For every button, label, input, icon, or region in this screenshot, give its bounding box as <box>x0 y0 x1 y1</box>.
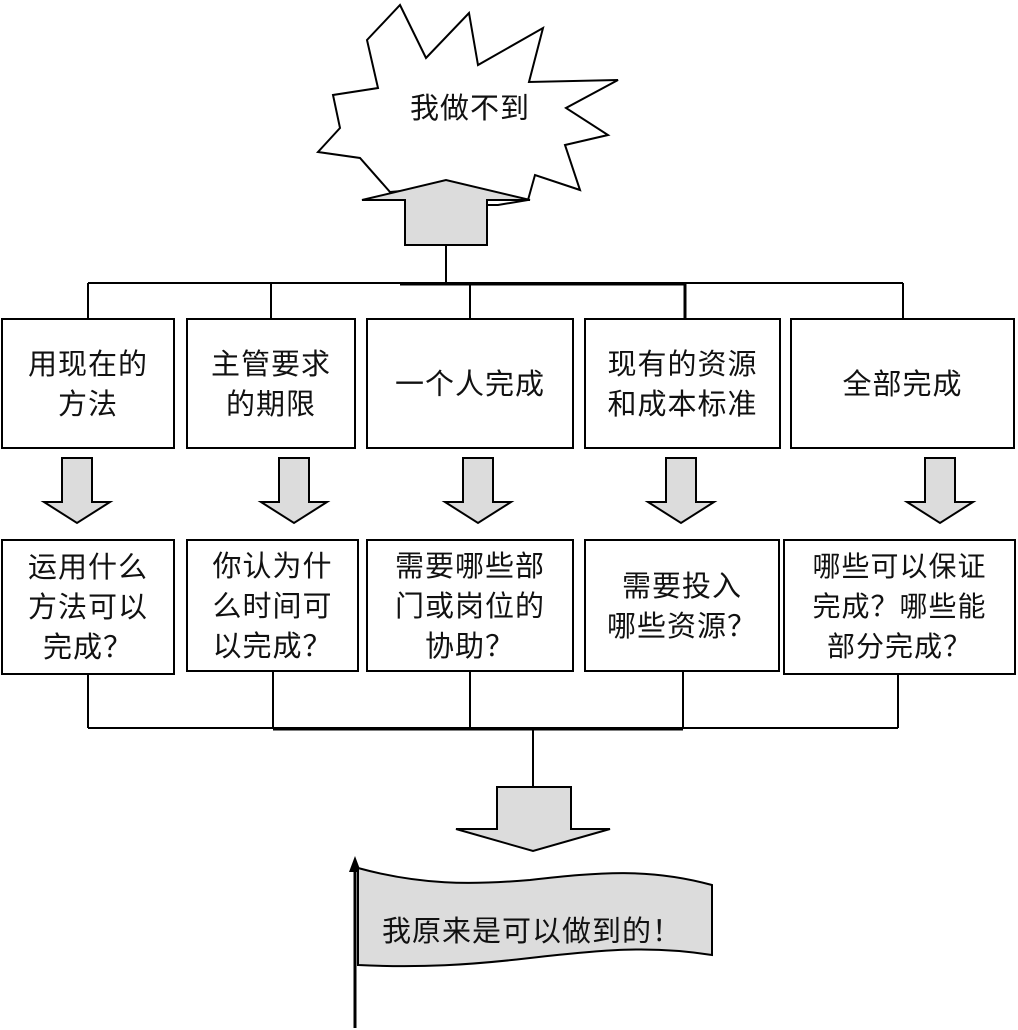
result-statement: 我原来是可以做到的！ <box>381 914 682 948</box>
question-box-time: 你认为什 么时间可 以完成？ <box>186 539 359 672</box>
flag-banner <box>357 866 713 968</box>
factor-box-resources: 现有的资源 和成本标准 <box>584 318 781 449</box>
top-connector <box>87 245 904 318</box>
big-down-arrow <box>455 786 611 853</box>
factor-label: 用现在的 方法 <box>27 346 148 421</box>
down-arrow-5 <box>903 457 977 525</box>
factor-box-alone: 一个人完成 <box>366 318 574 449</box>
factor-box-complete: 全部完成 <box>790 318 1015 449</box>
down-arrows <box>40 457 977 525</box>
question-label: 哪些可以保证 完成？哪些能 部分完成？ <box>812 550 987 663</box>
down-arrow-1 <box>40 457 114 525</box>
question-box-resources: 需要投入 哪些资源？ <box>584 539 780 672</box>
factor-label: 现有的资源 和成本标准 <box>607 346 758 421</box>
question-label: 需要哪些部 门或岗位的 协助？ <box>394 548 545 663</box>
question-label: 需要投入 哪些资源？ <box>606 568 757 643</box>
factor-box-method: 用现在的 方法 <box>1 318 175 449</box>
bottom-connector <box>87 672 899 787</box>
factor-label: 一个人完成 <box>394 366 545 401</box>
down-arrow-4 <box>644 457 718 525</box>
down-arrow-3 <box>441 457 515 525</box>
question-label: 你认为什 么时间可 以完成？ <box>212 548 333 663</box>
question-box-help: 需要哪些部 门或岗位的 协助？ <box>366 539 574 672</box>
down-arrow-2 <box>257 457 331 525</box>
factor-label: 主管要求 的期限 <box>210 346 331 421</box>
factor-label: 全部完成 <box>842 366 963 401</box>
question-label: 运用什么 方法可以 完成？ <box>27 550 148 664</box>
factor-box-deadline: 主管要求 的期限 <box>186 318 356 449</box>
starburst-shape <box>315 3 619 206</box>
top-statement: 我做不到 <box>409 91 530 125</box>
question-box-method: 运用什么 方法可以 完成？ <box>1 539 175 675</box>
up-arrow <box>361 178 531 246</box>
question-box-complete: 哪些可以保证 完成？哪些能 部分完成？ <box>783 539 1016 675</box>
